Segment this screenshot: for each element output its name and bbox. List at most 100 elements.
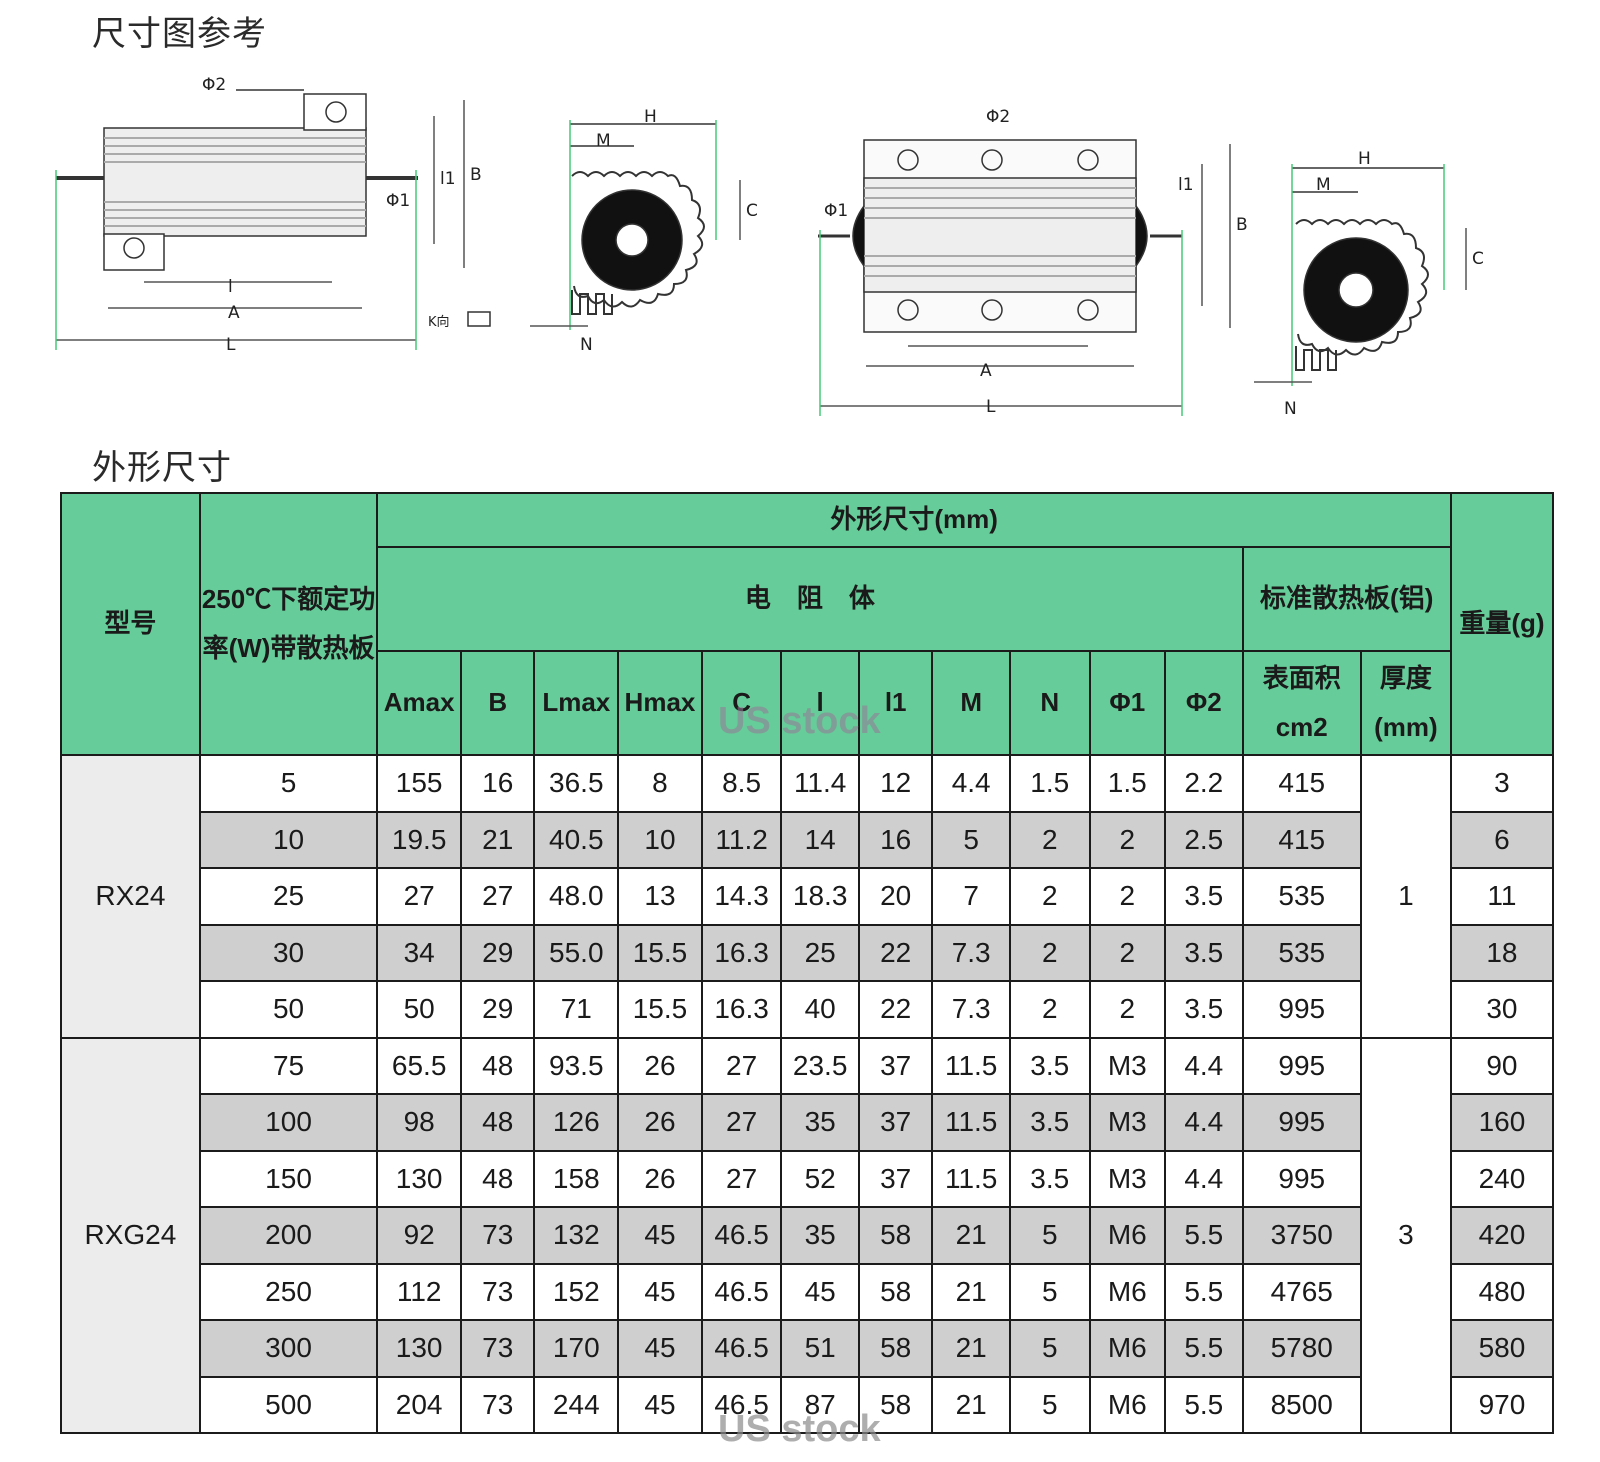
power-cell: 30 (198, 923, 379, 982)
value-cell: 130 (376, 1319, 462, 1378)
value-cell: 204 (376, 1375, 462, 1434)
value-cell: 5.5 (1164, 1262, 1244, 1321)
value-cell: 132 (533, 1206, 620, 1265)
value-cell: 2 (1008, 867, 1091, 926)
value-cell: 130 (376, 1149, 462, 1208)
dimension-table: 型号 250℃下额定功率(W)带散热板 外形尺寸(mm) 重量(g) 电 阻 体… (60, 492, 1555, 1434)
value-cell: 35 (780, 1093, 860, 1152)
value-cell: 2.2 (1164, 754, 1244, 813)
dimensions-section-title: 外形尺寸 (92, 448, 232, 488)
value-cell: 27 (459, 867, 536, 926)
value-cell: 1.5 (1088, 754, 1167, 813)
value-cell: 4.4 (1164, 1093, 1244, 1152)
value-cell: 13 (617, 867, 703, 926)
col-header: Amax (376, 650, 462, 756)
weight-cell: 30 (1449, 980, 1555, 1039)
value-cell: 48 (459, 1036, 536, 1095)
value-cell: 2 (1088, 810, 1167, 869)
value-cell: 15.5 (617, 980, 703, 1039)
col-header: Φ1 (1088, 650, 1167, 756)
value-cell: 98 (376, 1093, 462, 1152)
label-L-large: L (986, 397, 996, 417)
label-l1-large: l1 (1178, 175, 1194, 195)
value-cell: 7.3 (931, 980, 1011, 1039)
value-cell: 58 (857, 1319, 934, 1378)
value-cell: 152 (533, 1262, 620, 1321)
value-cell: 26 (617, 1149, 703, 1208)
label-m: M (596, 131, 611, 151)
value-cell: 4.4 (1164, 1036, 1244, 1095)
value-cell: 12 (857, 754, 934, 813)
col-header: C (700, 650, 783, 756)
value-cell: 87 (780, 1375, 860, 1434)
drawing-rxg24-end (1254, 164, 1467, 386)
weight-cell: 160 (1449, 1093, 1555, 1152)
value-cell: 46.5 (700, 1262, 783, 1321)
value-cell: 4.4 (931, 754, 1011, 813)
value-cell: 71 (533, 980, 620, 1039)
value-cell: 8.5 (700, 754, 783, 813)
power-cell: 10 (198, 810, 379, 869)
value-cell: M6 (1088, 1262, 1167, 1321)
power-cell: 150 (198, 1149, 379, 1208)
label-phi1: Φ1 (386, 191, 410, 211)
drawing-section-title: 尺寸图参考 (92, 14, 267, 54)
area-cell: 3750 (1241, 1206, 1362, 1265)
model-cell: RX24 (60, 754, 201, 1039)
area-cell: 415 (1241, 810, 1362, 869)
value-cell: 51 (780, 1319, 860, 1378)
value-cell: 21 (931, 1319, 1011, 1378)
value-cell: 45 (617, 1262, 703, 1321)
label-a-large: A (980, 361, 992, 381)
value-cell: 5.5 (1164, 1206, 1244, 1265)
header-weight: 重量(g) (1449, 492, 1555, 756)
value-cell: 2 (1008, 810, 1091, 869)
area-cell: 415 (1241, 754, 1362, 813)
value-cell: 5 (1008, 1319, 1091, 1378)
col-header: Lmax (533, 650, 620, 756)
header-power: 250℃下额定功率(W)带散热板 (198, 492, 379, 756)
weight-cell: 18 (1449, 923, 1555, 982)
label-phi2-large: Φ2 (986, 107, 1010, 127)
power-cell: 250 (198, 1262, 379, 1321)
label-b: B (470, 165, 482, 185)
drawing-rx24-side (55, 89, 491, 350)
value-cell: 73 (459, 1206, 536, 1265)
value-cell: 23.5 (780, 1036, 860, 1095)
value-cell: 7 (931, 867, 1011, 926)
value-cell: 14.3 (700, 867, 783, 926)
label-m-large: M (1316, 175, 1331, 195)
col-header: B (459, 650, 536, 756)
value-cell: 14 (780, 810, 860, 869)
value-cell: 27 (700, 1036, 783, 1095)
col-header: l1 (857, 650, 934, 756)
drawing-rx24-end (530, 120, 741, 330)
value-cell: 27 (700, 1093, 783, 1152)
value-cell: 35 (780, 1206, 860, 1265)
header-outer-dimensions: 外形尺寸(mm) (376, 492, 1452, 548)
label-k: K向 (428, 314, 450, 330)
label-c-large: C (1472, 249, 1484, 269)
area-cell: 535 (1241, 923, 1362, 982)
value-cell: 5 (1008, 1206, 1091, 1265)
value-cell: 58 (857, 1375, 934, 1434)
value-cell: 244 (533, 1375, 620, 1434)
label-phi2: Φ2 (202, 75, 226, 95)
label-l1: l1 (440, 169, 456, 189)
weight-cell: 240 (1449, 1149, 1555, 1208)
value-cell: 27 (376, 867, 462, 926)
value-cell: 45 (617, 1206, 703, 1265)
value-cell: 93.5 (533, 1036, 620, 1095)
value-cell: 3.5 (1164, 867, 1244, 926)
value-cell: 11.2 (700, 810, 783, 869)
value-cell: 155 (376, 754, 462, 813)
value-cell: 170 (533, 1319, 620, 1378)
value-cell: 55.0 (533, 923, 620, 982)
value-cell: 92 (376, 1206, 462, 1265)
value-cell: 126 (533, 1093, 620, 1152)
label-n-large: N (1284, 399, 1297, 419)
